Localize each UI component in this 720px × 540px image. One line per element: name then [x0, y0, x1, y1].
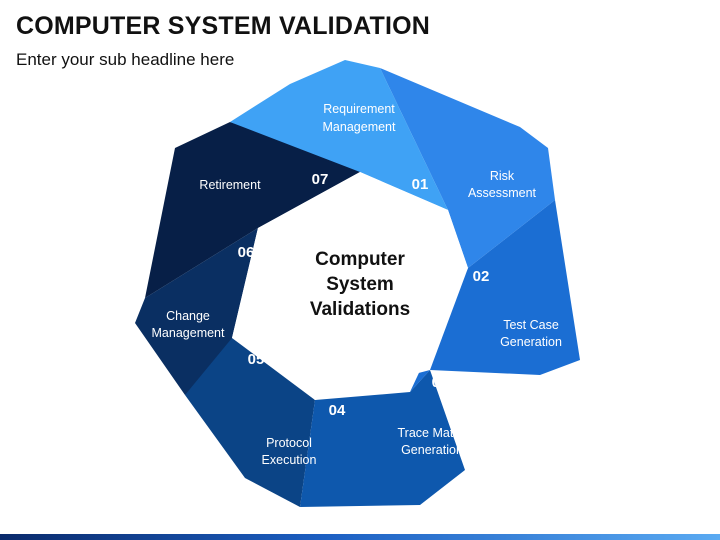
center-heptagon	[232, 172, 468, 400]
step-number-06: 06	[238, 244, 255, 261]
segment-01	[230, 60, 448, 210]
step-label-01-line-1: Requirement	[323, 102, 395, 116]
center-text-line-1: Computer	[315, 249, 405, 270]
step-number-04: 04	[329, 402, 346, 419]
slide-title: COMPUTER SYSTEM VALIDATION	[16, 12, 431, 40]
step-label-06-line-1: Change	[166, 309, 210, 323]
slide-subtitle: Enter your sub headline here	[16, 50, 235, 69]
center-text-line-3: Validations	[310, 299, 410, 320]
step-label-05-line-1: Protocol	[266, 436, 312, 450]
step-number-02: 02	[473, 268, 490, 285]
step-label-04-line-2: Generation	[401, 443, 463, 457]
bottom-accent-bar	[0, 534, 720, 540]
segment-02	[380, 68, 555, 268]
step-label-01-line-2: Management	[323, 120, 396, 134]
step-label-07: Retirement	[199, 178, 261, 192]
step-label-03-line-2: Generation	[500, 335, 562, 349]
step-label-02-line-1: Risk	[490, 169, 515, 183]
segment-04	[300, 370, 465, 507]
step-label-03-line-1: Test Case	[503, 318, 559, 332]
center-text-line-2: System	[326, 274, 394, 295]
step-label-05-line-2: Execution	[262, 453, 317, 467]
segment-05	[185, 338, 315, 507]
step-label-04-line-1: Trace Matrix	[398, 426, 468, 440]
step-label-02-line-2: Assessment	[468, 186, 537, 200]
step-number-05: 05	[248, 351, 265, 368]
step-number-03: 03	[432, 374, 449, 391]
step-number-01: 01	[412, 176, 429, 193]
step-number-07: 07	[312, 171, 329, 188]
step-label-06-line-2: Management	[152, 326, 225, 340]
segment-07	[145, 122, 380, 298]
segment-03	[410, 200, 580, 392]
